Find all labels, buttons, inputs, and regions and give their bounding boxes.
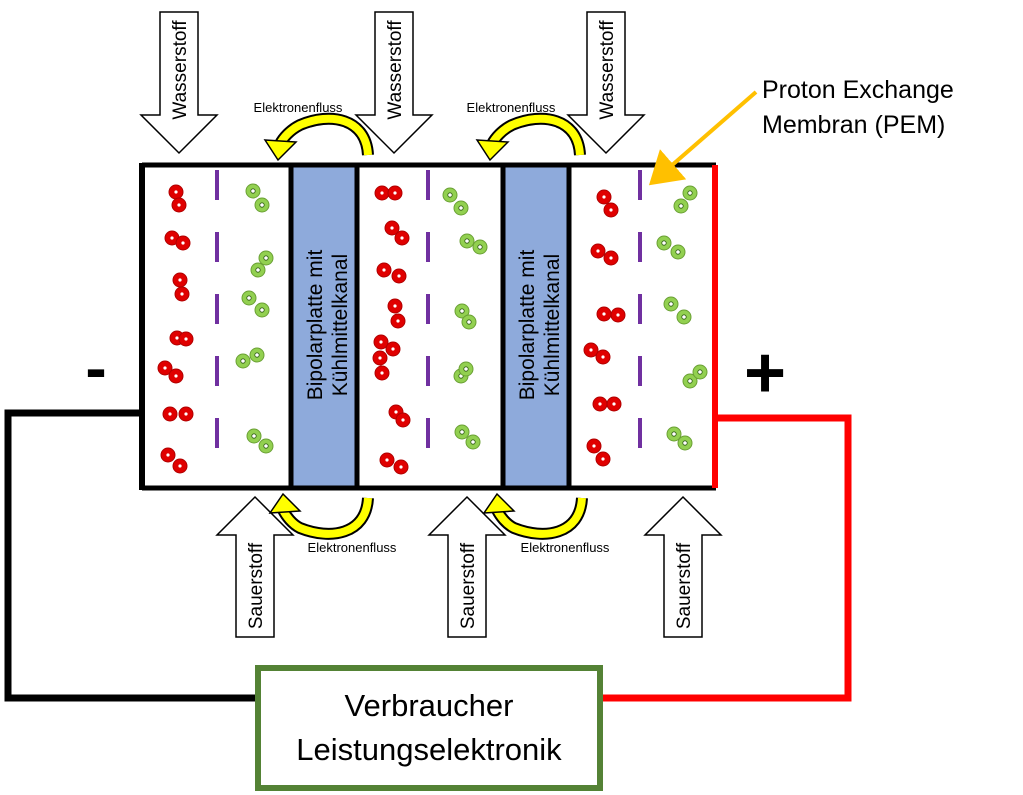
hydrogen-molecule — [590, 243, 619, 266]
hydrogen-molecules — [157, 184, 626, 475]
svg-text:Sauerstoff: Sauerstoff — [246, 542, 267, 629]
electron-flow-label: Elektronenfluss — [467, 100, 556, 115]
electron-flow-label: Elektronenfluss — [308, 540, 397, 555]
hydrogen-molecule — [379, 452, 409, 475]
svg-text:Wasserstoff: Wasserstoff — [170, 20, 191, 120]
hydrogen-molecule — [387, 298, 406, 329]
oxygen-molecule — [682, 364, 708, 389]
oxygen-molecule — [454, 303, 477, 330]
oxygen-molecule — [241, 290, 270, 318]
electron-flow-arrow — [268, 492, 374, 540]
oxygen-molecule — [453, 361, 474, 384]
load-label: Leistungselektronik — [296, 732, 562, 767]
electron-flow-label: Elektronenfluss — [521, 540, 610, 555]
oxygen-molecule — [454, 424, 481, 450]
oxygen-molecules — [235, 183, 708, 454]
hydrogen-molecule — [586, 438, 611, 467]
electron-flow-arrow — [482, 492, 588, 540]
pem-label: Membran (PEM) — [762, 111, 945, 139]
hydrogen-inlet-arrow: Wasserstoff — [566, 11, 646, 155]
load-label: Verbraucher — [345, 688, 514, 723]
hydrogen-inlet-arrow: Wasserstoff — [139, 11, 219, 155]
load-box: Verbraucher Leistungselektronik — [255, 665, 603, 791]
hydrogen-molecule — [160, 447, 188, 474]
hydrogen-molecule — [596, 189, 619, 218]
oxygen-molecule — [663, 296, 692, 325]
bipolar-plate-label: Kühlmittelkanal — [541, 254, 564, 396]
positive-wire — [603, 414, 852, 702]
negative-pole-symbol: - — [85, 332, 106, 404]
hydrogen-inlet-arrow: Wasserstoff — [354, 11, 434, 155]
hydrogen-molecule — [376, 262, 407, 284]
oxygen-molecule — [673, 185, 698, 214]
oxygen-inlet-arrow: Sauerstoff — [215, 495, 295, 638]
hydrogen-molecule — [373, 334, 401, 357]
negative-wire — [4, 409, 258, 702]
hydrogen-molecule — [592, 396, 622, 412]
svg-text:Wasserstoff: Wasserstoff — [385, 20, 406, 120]
electron-flow-label: Elektronenfluss — [254, 100, 343, 115]
oxygen-molecule — [245, 183, 270, 213]
hydrogen-molecule — [384, 220, 410, 246]
electron-flow-arrow — [475, 112, 586, 162]
hydrogen-molecule — [168, 184, 187, 213]
hydrogen-molecule — [157, 360, 184, 384]
oxygen-molecule — [666, 426, 693, 451]
hydrogen-molecule — [388, 404, 411, 428]
pem-label: Proton Exchange — [762, 76, 954, 104]
oxygen-inlet-arrow: Sauerstoff — [643, 495, 723, 638]
bipolar-plate-label: Bipolarplatte mit — [516, 250, 539, 401]
hydrogen-molecule — [583, 342, 611, 365]
pem-pointer-arrow — [648, 90, 758, 186]
oxygen-inlet-arrow: Sauerstoff — [427, 495, 507, 638]
oxygen-molecule — [656, 235, 686, 260]
svg-text:Sauerstoff: Sauerstoff — [674, 542, 695, 629]
hydrogen-molecule — [162, 406, 194, 422]
bipolar-plate-label: Bipolarplatte mit — [304, 250, 327, 401]
oxygen-molecule — [250, 250, 274, 278]
hydrogen-molecule — [169, 330, 194, 347]
svg-text:Wasserstoff: Wasserstoff — [597, 20, 618, 120]
oxygen-molecule — [442, 187, 469, 216]
hydrogen-molecule — [596, 306, 626, 323]
oxygen-molecule — [235, 347, 265, 369]
positive-pole-symbol: + — [744, 333, 786, 413]
hydrogen-molecule — [374, 185, 403, 201]
electron-flow-arrow — [263, 112, 374, 162]
hydrogen-molecule — [172, 272, 190, 302]
oxygen-molecule — [246, 428, 274, 454]
bipolar-plate-label: Kühlmittelkanal — [329, 254, 352, 396]
svg-text:Sauerstoff: Sauerstoff — [458, 542, 479, 629]
oxygen-molecule — [459, 233, 488, 255]
bipolar-plate — [288, 162, 360, 491]
fuel-cell-stack: Bipolarplatte mit Kühlmittelkanal Bipola… — [139, 162, 718, 491]
hydrogen-molecule — [164, 230, 191, 251]
hydrogen-molecule — [372, 350, 390, 381]
bipolar-plate — [500, 162, 572, 491]
